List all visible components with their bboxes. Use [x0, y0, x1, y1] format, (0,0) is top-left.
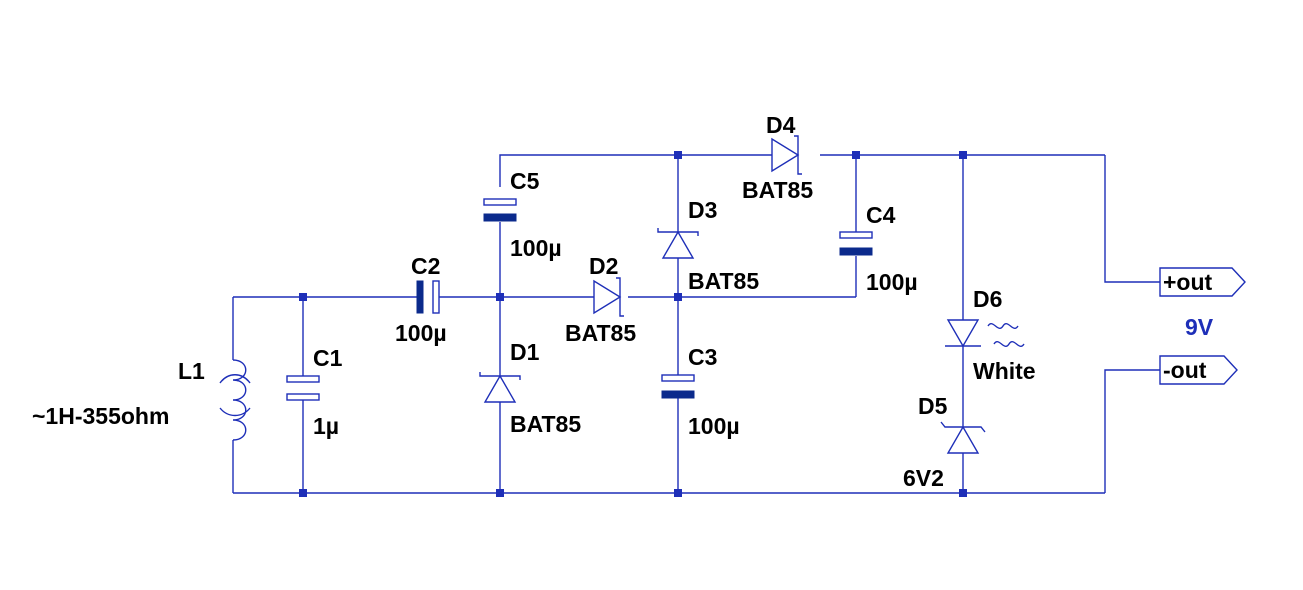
- c4-name: C4: [866, 202, 896, 228]
- capacitor-c3: [661, 374, 695, 399]
- diode-d2: [593, 277, 624, 317]
- c3-value: 100µ: [688, 413, 740, 439]
- port-minus-out[interactable]: -out: [1159, 355, 1238, 385]
- capacitor-plate: [286, 375, 320, 383]
- c2-value: 100µ: [395, 320, 447, 346]
- c3-name: C3: [688, 344, 717, 370]
- d3-value: BAT85: [688, 268, 759, 294]
- junction-dot: [299, 489, 307, 497]
- schottky-bar: [794, 135, 802, 175]
- junction-dot: [959, 489, 967, 497]
- led-d6: [945, 319, 1025, 348]
- port-label-plus: +out: [1163, 269, 1213, 295]
- junction-dot: [674, 151, 682, 159]
- capacitor-c2: [416, 280, 440, 314]
- junction-dot: [496, 489, 504, 497]
- d2-value: BAT85: [565, 320, 636, 346]
- d4-name: D4: [766, 112, 796, 138]
- c5-value: 100µ: [510, 235, 562, 261]
- d5-value: 6V2: [903, 465, 944, 491]
- wire-plus-out: [1104, 155, 1160, 283]
- capacitor-plate: [286, 393, 320, 401]
- light-emission-icon: [993, 341, 1025, 347]
- inductor-core-symbol: [219, 374, 251, 417]
- junction-dot: [674, 489, 682, 497]
- diode-triangle: [771, 137, 800, 173]
- capacitor-plate-filled: [416, 280, 424, 314]
- capacitor-plate-filled: [661, 390, 695, 399]
- capacitor-plate: [483, 198, 517, 206]
- wire-minus-out: [1104, 369, 1160, 493]
- inductor-l1: [219, 359, 251, 441]
- d1-name: D1: [510, 339, 540, 365]
- capacitor-plate-filled: [483, 213, 517, 222]
- capacitor-c5: [483, 198, 517, 222]
- junction-dot: [496, 293, 504, 301]
- schottky-bar: [479, 372, 521, 380]
- diode-triangle: [661, 230, 695, 259]
- junction-dot: [852, 151, 860, 159]
- component-labels: L1 ~1H-355ohm C1 1µ C2 100µ C5 100µ D1 B…: [32, 112, 1214, 491]
- capacitor-c4: [839, 231, 873, 256]
- wire-top: [499, 154, 678, 187]
- d4-value: BAT85: [742, 177, 813, 203]
- capacitor-plate-filled: [839, 247, 873, 256]
- zener-d5: [940, 421, 986, 454]
- diode-triangle: [946, 319, 980, 348]
- capacitor-plate: [661, 374, 695, 382]
- c2-name: C2: [411, 253, 440, 279]
- diode-triangle: [483, 374, 517, 403]
- voltage-annotation: 9V: [1185, 314, 1214, 340]
- c1-value: 1µ: [313, 413, 339, 439]
- l1-value: ~1H-355ohm: [32, 403, 169, 429]
- diode-d1: [479, 372, 521, 403]
- junction-dot: [674, 293, 682, 301]
- d6-value: White: [973, 358, 1036, 384]
- junctions: [299, 151, 967, 497]
- d5-name: D5: [918, 393, 948, 419]
- capacitor-c1: [286, 375, 320, 401]
- d2-name: D2: [589, 253, 618, 279]
- wires: [232, 154, 1160, 494]
- capacitor-plate: [839, 231, 873, 239]
- diode-d3: [657, 228, 699, 259]
- d6-name: D6: [973, 286, 1002, 312]
- junction-dot: [299, 293, 307, 301]
- d1-value: BAT85: [510, 411, 581, 437]
- light-emission-icon: [987, 323, 1019, 329]
- port-label-minus: -out: [1163, 357, 1207, 383]
- schottky-bar: [657, 228, 699, 236]
- diode-triangle: [946, 425, 980, 454]
- c1-name: C1: [313, 345, 343, 371]
- l1-name: L1: [178, 358, 205, 384]
- d3-name: D3: [688, 197, 717, 223]
- port-flag-shape: [1159, 355, 1238, 385]
- junction-dot: [959, 151, 967, 159]
- port-plus-out[interactable]: +out: [1159, 267, 1246, 297]
- diode-d4: [771, 135, 802, 175]
- zener-bar: [940, 421, 986, 433]
- c4-value: 100µ: [866, 269, 918, 295]
- diode-triangle: [593, 279, 622, 315]
- capacitor-plate: [432, 280, 440, 314]
- inductor-coil-symbol: [232, 359, 247, 441]
- schottky-bar: [616, 277, 624, 317]
- c5-name: C5: [510, 168, 540, 194]
- port-flag-shape: [1159, 267, 1246, 297]
